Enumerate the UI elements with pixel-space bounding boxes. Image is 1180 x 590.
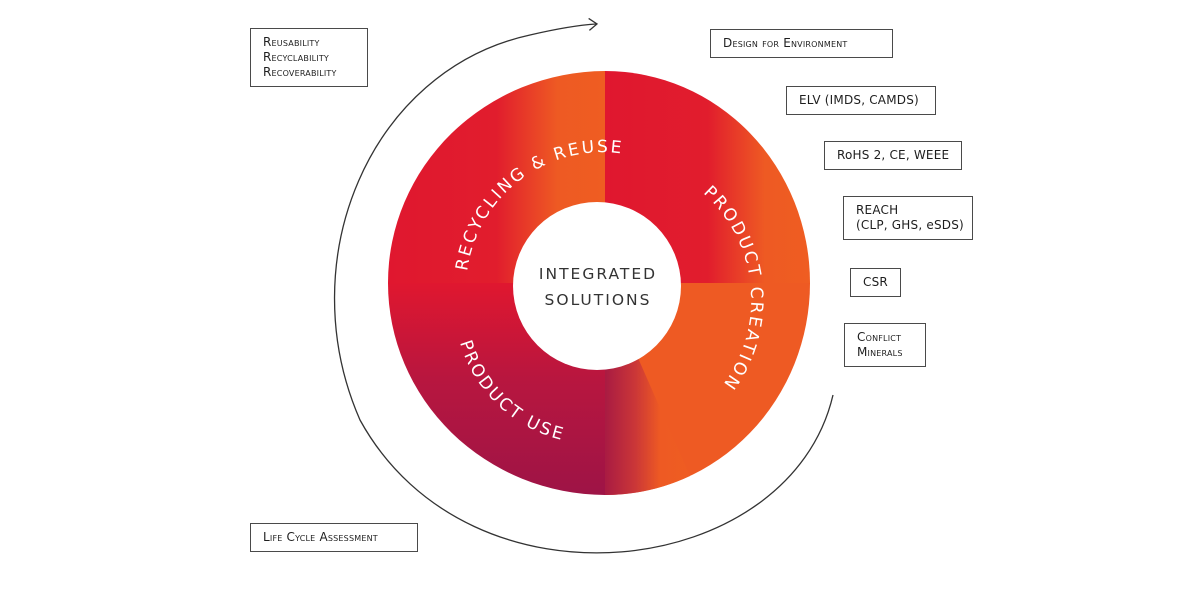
box-conflict-line2: Minerals xyxy=(857,345,903,359)
box-reach-line1: REACH xyxy=(856,203,899,217)
box-design-for-environment: Design for Environment xyxy=(710,29,893,58)
box-reach-line2: (CLP, GHS, eSDS) xyxy=(856,218,964,232)
box-elv-line1: ELV (IMDS, CAMDS) xyxy=(799,93,919,107)
box-conflict-minerals: Conflict Minerals xyxy=(844,323,926,367)
box-reach: REACH (CLP, GHS, eSDS) xyxy=(843,196,973,240)
box-life-cycle-assessment: Life Cycle Assessment xyxy=(250,523,418,552)
center-circle xyxy=(513,202,681,370)
box-csr-line1: CSR xyxy=(863,275,888,289)
box-reusability: Reusability Recyclability Recoverability xyxy=(250,28,368,87)
box-reusability-line3: Recoverability xyxy=(263,65,337,79)
box-conflict-line1: Conflict xyxy=(857,330,902,344)
box-design-line1: Design for Environment xyxy=(723,36,848,50)
center-label-line1: INTEGRATED xyxy=(539,265,657,283)
box-lca-line1: Life Cycle Assessment xyxy=(263,530,378,544)
center-label-line2: SOLUTIONS xyxy=(545,291,652,309)
box-elv: ELV (IMDS, CAMDS) xyxy=(786,86,936,115)
box-rohs-line1: RoHS 2, CE, WEEE xyxy=(837,148,950,162)
box-reusability-line1: Reusability xyxy=(263,35,320,49)
lifecycle-ring xyxy=(388,71,810,496)
box-csr: CSR xyxy=(850,268,901,297)
box-rohs: RoHS 2, CE, WEEE xyxy=(824,141,962,170)
box-reusability-line2: Recyclability xyxy=(263,50,330,64)
cycle-arrow xyxy=(333,17,834,554)
